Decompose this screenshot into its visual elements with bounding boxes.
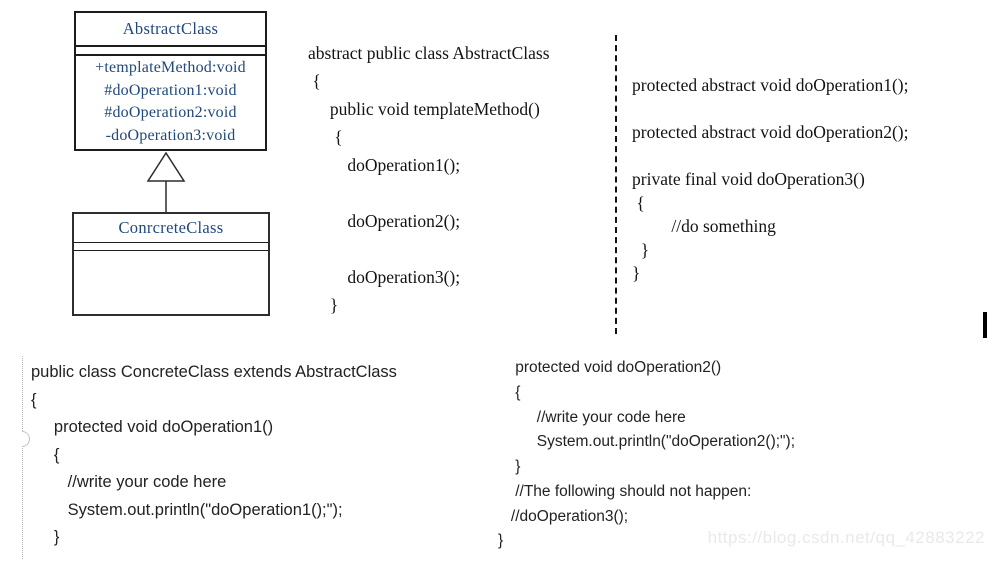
code-line: doOperation3(); [308, 267, 461, 287]
code-line: { [308, 71, 321, 91]
inheritance-arrow-icon [146, 151, 186, 213]
code-block-concreteclass-left: public class ConcreteClass extends Abstr… [31, 359, 397, 552]
code-block-abstractclass: abstract public class AbstractClass { pu… [308, 39, 550, 319]
code-line: protected abstract void doOperation2(); [632, 122, 909, 142]
uml-class-box-abstract: AbstractClass +templateMethod:void #doOpe… [74, 11, 267, 151]
code-block-concreteclass-right: protected void doOperation2() { //write … [498, 356, 795, 554]
code-line: System.out.println("doOperation2();"); [498, 433, 796, 451]
code-line: abstract public class AbstractClass [308, 43, 550, 63]
code-line: { [498, 383, 521, 401]
code-line: } [308, 295, 339, 315]
code-line: { [308, 127, 343, 147]
code-line: { [31, 445, 60, 464]
code-line [308, 235, 550, 263]
code-line: doOperation2(); [308, 211, 461, 231]
code-line: //write your code here [498, 408, 686, 426]
uml-attributes-compartment [74, 243, 268, 251]
code-line: } [498, 532, 504, 550]
code-line [308, 179, 550, 207]
code-line: //doOperation3(); [498, 507, 629, 525]
uml-method: #doOperation1:void [104, 81, 237, 99]
uml-method: -doOperation3:void [105, 126, 236, 144]
textbox-handle[interactable] [22, 431, 30, 447]
uml-method: +templateMethod:void [95, 59, 246, 76]
uml-class-name-concrete: ConrcreteClass [74, 214, 268, 243]
code-line: } [31, 528, 60, 546]
code-line: } [632, 263, 641, 283]
code-line: doOperation1(); [308, 155, 461, 175]
code-line: { [31, 390, 37, 409]
code-line: } [498, 458, 521, 475]
code-line: } [632, 239, 650, 260]
code-line: //The following should not happen: [498, 482, 752, 500]
code-line: public class ConcreteClass extends Abstr… [31, 363, 397, 381]
code-line: protected void doOperation2() [498, 359, 722, 376]
watermark-url: https://blog.csdn.net/qq_42883222 [707, 528, 985, 547]
textbox-dotted-border [22, 356, 23, 559]
code-line [632, 98, 909, 122]
uml-attributes-compartment [76, 47, 265, 56]
code-line: //write your code here [31, 473, 227, 491]
code-block-abstract-methods: protected abstract void doOperation1(); … [632, 74, 909, 286]
uml-class-name-abstract: AbstractClass [76, 13, 265, 47]
dashed-divider-line [615, 35, 617, 334]
code-line: { [632, 192, 645, 213]
code-line: public void templateMethod() [308, 99, 540, 119]
code-line: System.out.println("doOperation1();"); [31, 500, 343, 519]
uml-methods-compartment: +templateMethod:void #doOperation1:void #d… [76, 56, 265, 147]
uml-class-box-concrete: ConrcreteClass [72, 212, 270, 316]
code-line: //do something [632, 216, 776, 236]
text-cursor [983, 312, 987, 338]
code-line: private final void doOperation3() [632, 169, 865, 189]
code-line: protected void doOperation1() [31, 418, 274, 436]
code-line [632, 145, 909, 169]
uml-method: #doOperation2:void [104, 104, 237, 121]
code-line: protected abstract void doOperation1(); [632, 75, 909, 95]
